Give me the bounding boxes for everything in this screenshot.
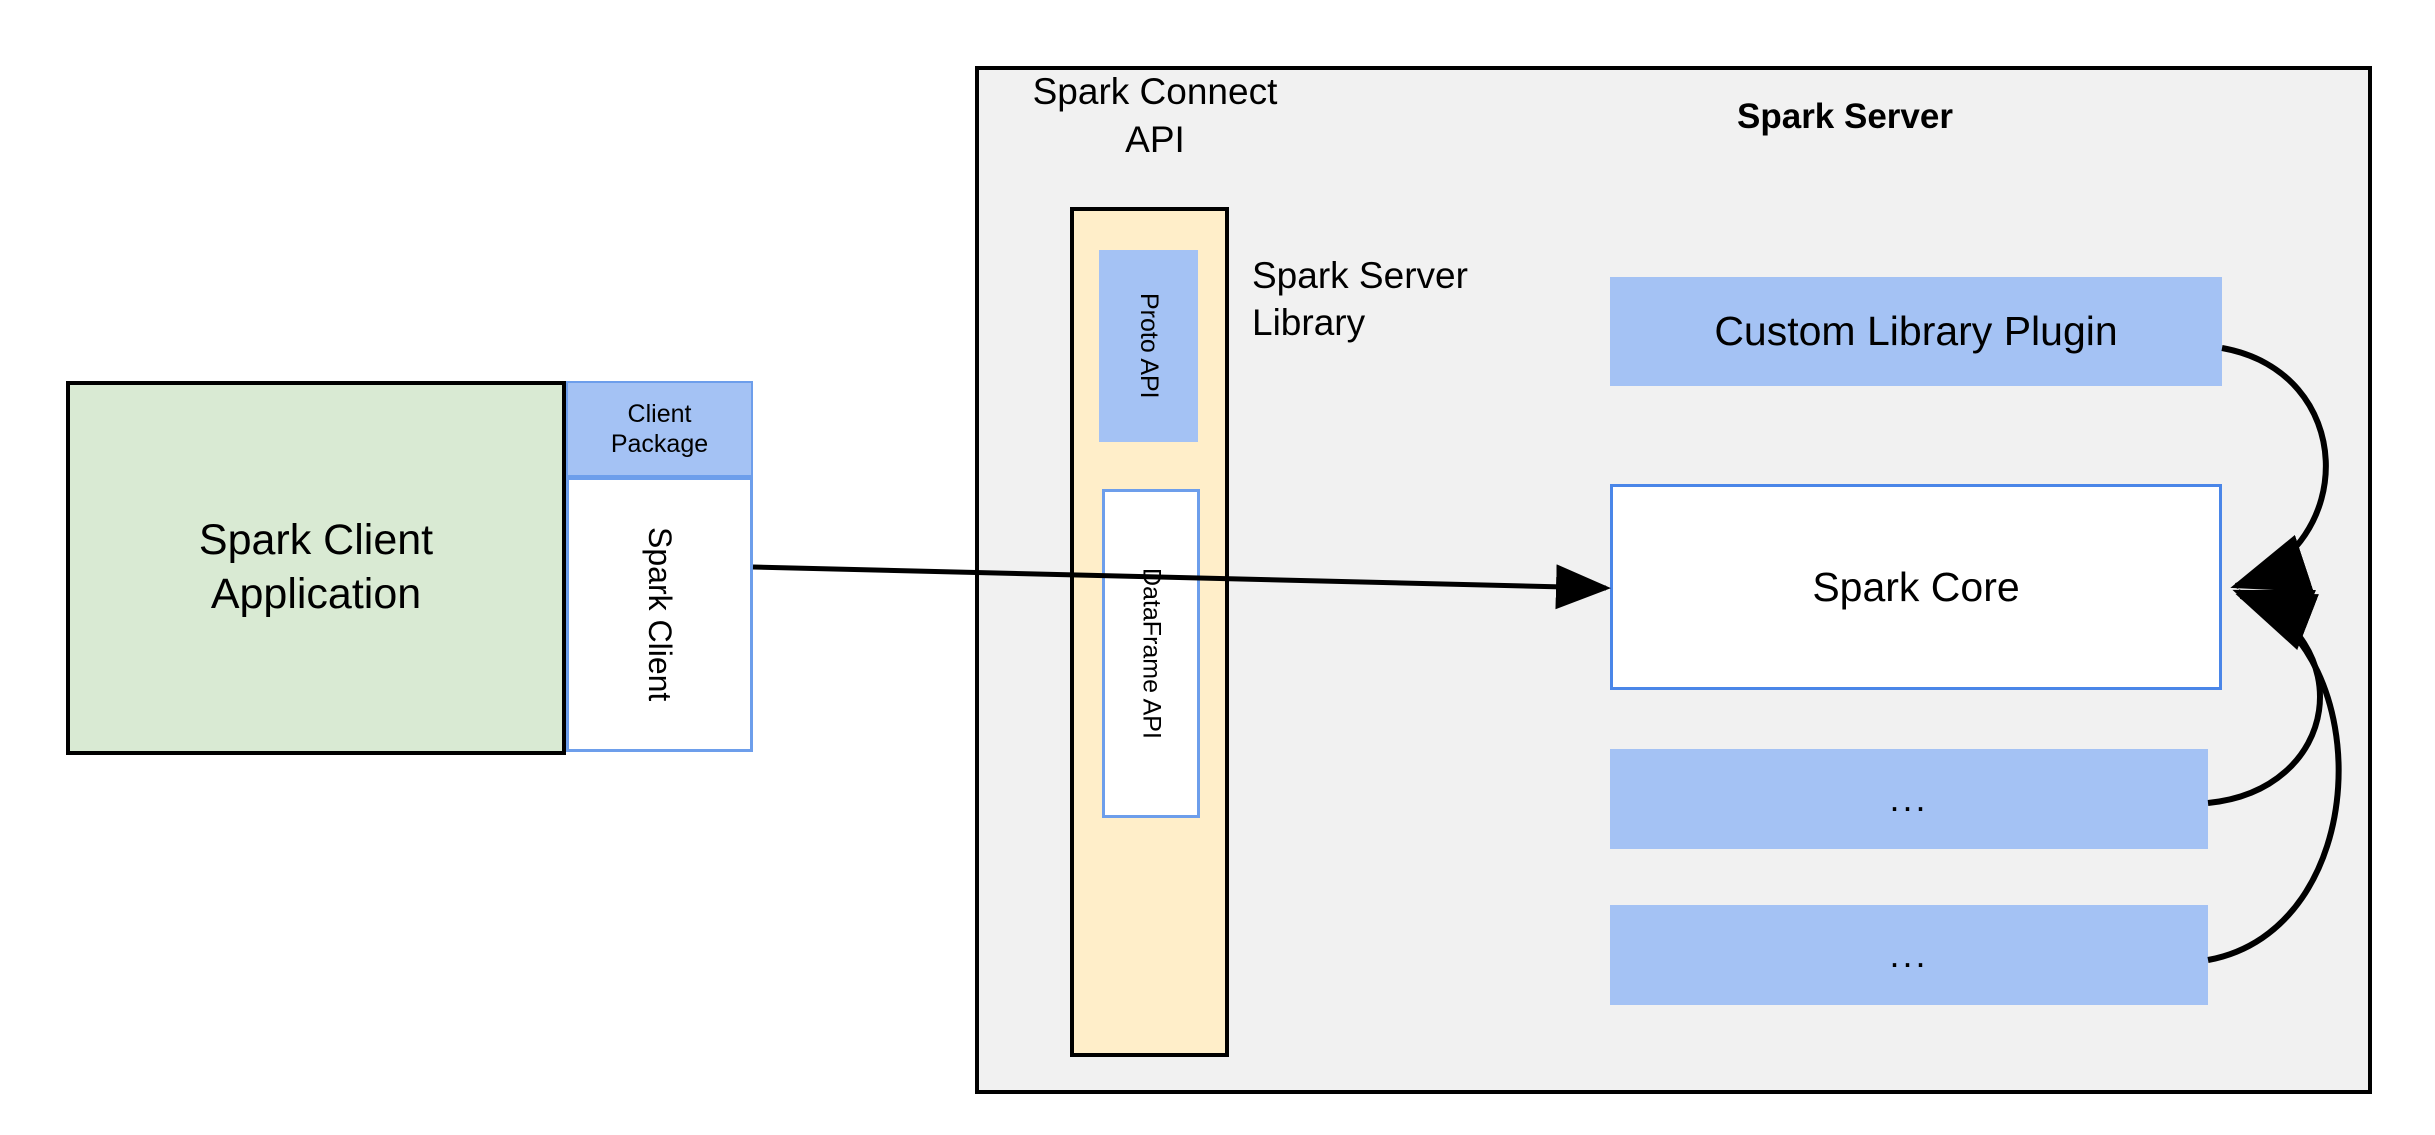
spark-connect-api-label: Spark Connect API — [1010, 68, 1300, 164]
ellipsis-box-2[interactable]: ... — [1610, 905, 2208, 1005]
spark-client-application-label: Spark Client Application — [199, 514, 433, 622]
dataframe-api-label: DataFrame API — [1137, 568, 1166, 739]
package-line-2: Package — [610, 430, 709, 458]
dataframe-api-box[interactable]: DataFrame API — [1102, 489, 1200, 818]
application-line-1: Spark Client — [198, 516, 434, 565]
ellipsis-box-1[interactable]: ... — [1610, 749, 2208, 849]
client-package-label: Client Package — [611, 399, 708, 460]
ellipsis-label-2: ... — [1889, 934, 1929, 975]
spark-server-title: Spark Server — [1737, 97, 1953, 136]
spark-client-label: Spark Client — [642, 527, 678, 702]
proto-api-box[interactable]: Proto API — [1099, 250, 1198, 442]
client-package-box[interactable]: Client Package — [566, 381, 753, 477]
spark-core-label: Spark Core — [1812, 563, 2020, 610]
spark-server-library-label: Spark Server Library — [1252, 252, 1552, 347]
custom-library-plugin-box[interactable]: Custom Library Plugin — [1610, 277, 2222, 386]
spark-client-box[interactable]: Spark Client — [566, 477, 753, 752]
proto-api-label: Proto API — [1135, 293, 1163, 399]
connect-api-line-1: Spark Connect — [1032, 71, 1278, 112]
ellipsis-label-1: ... — [1889, 778, 1929, 819]
application-line-2: Application — [210, 570, 422, 618]
spark-core-box[interactable]: Spark Core — [1610, 484, 2222, 690]
package-line-1: Client — [627, 399, 692, 428]
custom-library-plugin-label: Custom Library Plugin — [1714, 308, 2118, 354]
server-library-line-1: Spark Server — [1252, 255, 1468, 296]
spark-client-application-box[interactable]: Spark Client Application — [66, 381, 566, 755]
connect-api-line-2: API — [1125, 119, 1185, 161]
server-library-line-2: Library — [1252, 302, 1366, 344]
